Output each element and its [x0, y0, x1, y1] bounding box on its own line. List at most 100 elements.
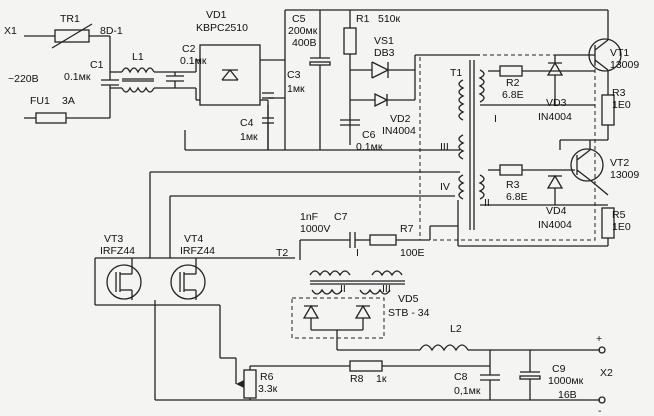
vs1-diac: [371, 61, 390, 79]
l2-inductor: [419, 344, 469, 352]
winding-i-label: I: [494, 113, 497, 125]
r5-label: R5: [612, 209, 626, 221]
vd2-value: IN4004: [382, 125, 416, 137]
c9-label: C9: [552, 363, 566, 375]
r3b-resistor: [499, 164, 523, 176]
c5-voltage: 400В: [292, 37, 317, 49]
c5-label: C5: [292, 13, 306, 25]
labels: X1 TR1 8D-1 VD1 KBPC2510 C5 200мк 400В R…: [4, 9, 639, 416]
c5-value: 200мк: [288, 25, 318, 37]
r5-value: 1E0: [612, 221, 631, 233]
vd3-value: IN4004: [538, 111, 572, 123]
vt1-value: 13009: [610, 59, 639, 71]
vt1-label: VT1: [610, 47, 629, 59]
vs1-value: DB3: [374, 47, 395, 59]
vd1-label: VD1: [206, 9, 227, 21]
vt2-value: 13009: [610, 169, 639, 181]
l2-label: L2: [450, 323, 462, 335]
t2-winding-ii: II: [340, 283, 346, 295]
r7-resistor: [369, 234, 397, 246]
c8-value: 0,1мк: [454, 385, 481, 397]
vt1-transistor: [588, 38, 622, 72]
vt3-value: IRFZ44: [100, 245, 135, 257]
vt4-value: IRFZ44: [180, 245, 215, 257]
r3a-label: R3: [612, 87, 626, 99]
t2-label: T2: [276, 247, 288, 259]
tr1-label: TR1: [60, 13, 80, 25]
l1-label: L1: [132, 51, 144, 63]
x1-label: X1: [4, 25, 17, 37]
t2-winding-iii: III: [382, 283, 391, 295]
r6-label: R6: [260, 371, 274, 383]
r3b-label: R3: [506, 179, 520, 191]
r8-value: 1к: [376, 373, 387, 385]
r1-value: 510к: [378, 13, 401, 25]
c8-label: C8: [454, 371, 468, 383]
t2-transformer: [309, 270, 405, 295]
c9-voltage: 16В: [558, 389, 577, 401]
vd5-diode-a: [302, 304, 320, 319]
t1-transformer: [419, 54, 596, 241]
x2-plus-terminal: [598, 346, 606, 354]
c1-value: 0.1мк: [64, 71, 91, 83]
r1-resistor: [343, 27, 357, 55]
c7-label: C7: [334, 211, 348, 223]
fu1-label: FU1: [30, 95, 50, 107]
c7-value: 1nF: [300, 211, 318, 223]
winding-iv-label: IV: [440, 181, 450, 193]
c9-value: 1000мк: [548, 375, 584, 387]
vd5-diode-assembly: [291, 297, 385, 339]
c4-label: C4: [240, 117, 254, 129]
vd3-label: VD3: [546, 97, 567, 109]
c2-value: 0.1мк: [180, 55, 207, 67]
l1-choke: [121, 67, 155, 74]
vd5-label: VD5: [398, 293, 419, 305]
c4-value: 1мк: [240, 131, 258, 143]
c3-label: C3: [287, 69, 301, 81]
fu1-fuse: [35, 112, 67, 124]
r2-label: R2: [506, 77, 520, 89]
t1-label: T1: [450, 67, 462, 79]
c2-label: C2: [182, 43, 196, 55]
vd2-label: VD2: [390, 113, 411, 125]
vt4-mosfet: [170, 258, 206, 300]
r3b-value: 6.8E: [506, 191, 528, 203]
vs1-label: VS1: [374, 35, 394, 47]
x2-minus-label: -: [598, 405, 602, 416]
vd4-value: IN4004: [538, 219, 572, 231]
winding-ii-label: II: [484, 197, 490, 209]
t2-winding-i: I: [356, 247, 359, 259]
r7-label: R7: [400, 223, 414, 235]
r8-resistor: [349, 360, 383, 372]
r2-value: 6.8E: [502, 89, 524, 101]
r6-value: 3.3к: [258, 383, 278, 395]
tr1-value: 8D-1: [100, 25, 123, 37]
c6-label: C6: [362, 129, 376, 141]
r7-value: 100E: [400, 247, 425, 259]
vt2-label: VT2: [610, 157, 629, 169]
r1-label: R1: [356, 13, 370, 25]
vd3-diode: [546, 61, 564, 76]
x2-plus-label: +: [596, 333, 602, 345]
vt3-mosfet: [106, 258, 142, 300]
x2-label: X2: [600, 367, 613, 379]
c3-value: 1мк: [287, 83, 305, 95]
c1-label: C1: [90, 59, 104, 71]
x2-minus-terminal: [598, 396, 606, 404]
c7-voltage: 1000V: [300, 223, 330, 235]
vd5-diode-b: [354, 304, 372, 319]
r3a-value: 1E0: [612, 99, 631, 111]
vd4-label: VD4: [546, 205, 567, 217]
vt4-label: VT4: [184, 233, 203, 245]
vd4-diode: [546, 174, 564, 189]
vt2-transistor: [570, 148, 604, 182]
input-section: [24, 23, 197, 124]
r8-label: R8: [350, 373, 364, 385]
r2-resistor: [499, 65, 523, 77]
r6-potentiometer: [243, 369, 257, 399]
mains-label: ~220В: [8, 73, 39, 85]
vd1-value: KBPC2510: [196, 22, 248, 34]
vt3-label: VT3: [104, 233, 123, 245]
